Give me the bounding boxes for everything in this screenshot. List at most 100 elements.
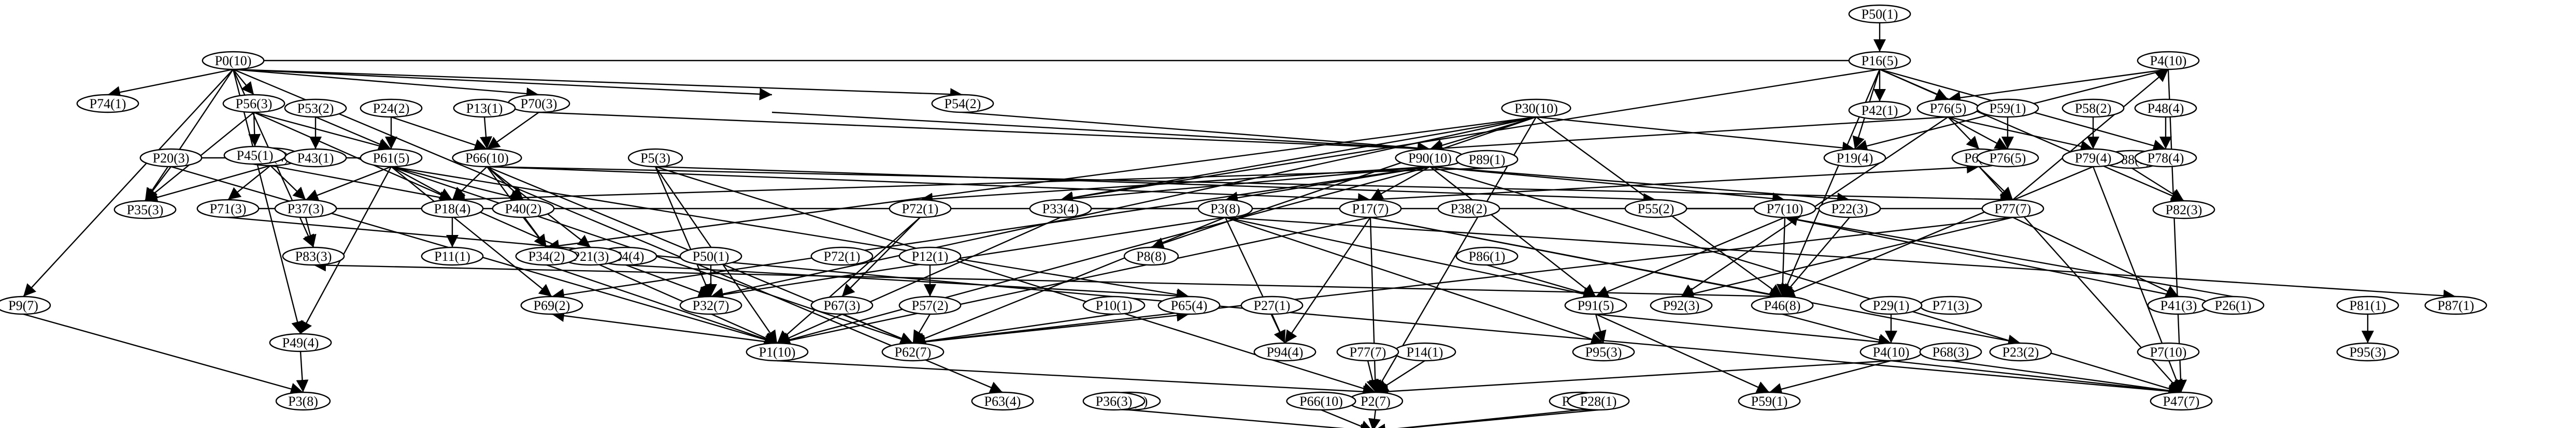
node-ellipse — [1823, 148, 1886, 168]
node-ellipse — [196, 199, 260, 218]
graph-node: P14(1) — [1393, 342, 1456, 362]
graph-edge — [391, 166, 552, 297]
node-ellipse — [2424, 296, 2487, 315]
node-label: P2(7) — [1361, 394, 1391, 409]
node-label: P10(1) — [1096, 298, 1133, 313]
graph-node: P18(4) — [421, 199, 484, 218]
graph-node: P11(1) — [421, 246, 484, 266]
node-label: P61(5) — [373, 151, 410, 166]
graph-edge — [1373, 409, 1581, 428]
graph-edge — [23, 69, 234, 297]
graph-node: P70(3) — [507, 94, 570, 113]
node-label: P72(1) — [902, 201, 939, 216]
graph-edge — [1366, 360, 1379, 393]
graph-edge — [270, 165, 453, 204]
node-label: P7(10) — [2150, 345, 2187, 360]
node-ellipse — [1336, 342, 1399, 362]
node-label: P47(7) — [2163, 394, 2200, 409]
graph-edge — [1429, 166, 1850, 205]
node-label: P90(10) — [1408, 151, 1452, 166]
graph-edge — [391, 166, 453, 201]
graph-edge — [304, 217, 317, 248]
node-ellipse — [1848, 100, 1911, 120]
graph-edge — [1271, 314, 1286, 344]
graph-edge — [305, 166, 392, 201]
node-label: P35(3) — [127, 202, 164, 217]
node-label: P49(4) — [282, 335, 319, 350]
graph-node: P69(2) — [520, 296, 583, 315]
graph-node: P86(1) — [1455, 246, 1519, 266]
graph-edge — [777, 216, 1371, 347]
node-ellipse — [274, 199, 337, 218]
graph-node: P27(1) — [1240, 296, 1304, 315]
graph-edge — [1594, 314, 1607, 344]
node-label: P37(3) — [288, 201, 324, 216]
graph-node: P1(10) — [746, 342, 809, 362]
graph-edge — [1368, 409, 1381, 428]
node-ellipse — [520, 296, 583, 315]
graph-node: P23(2) — [1989, 342, 2052, 362]
node-label: P68(3) — [1933, 345, 1969, 360]
node-label: P8(8) — [1136, 249, 1166, 264]
graph-node: P56(3) — [222, 94, 285, 113]
graph-node: P43(1) — [284, 148, 347, 168]
graph-node: P94(4) — [1253, 342, 1316, 362]
graph-node: P4(10) — [2137, 51, 2200, 70]
node-label: P66(10) — [1299, 394, 1343, 409]
node-ellipse — [284, 98, 347, 118]
graph-node: P32(7) — [679, 296, 742, 315]
graph-edge — [1060, 116, 1537, 204]
node-label: P14(1) — [1407, 345, 1443, 360]
graph-node: P29(1) — [1859, 296, 1923, 315]
graph-node: P0(10) — [202, 51, 265, 70]
graph-edge — [625, 264, 711, 298]
graph-node: P72(1) — [889, 199, 952, 218]
node-ellipse — [746, 342, 809, 362]
graph-edge — [625, 264, 1190, 302]
graph-node: P63(4) — [971, 391, 1034, 411]
graph-edge — [1129, 409, 1373, 428]
graph-node: P42(1) — [1848, 100, 1911, 120]
node-label: P53(2) — [297, 101, 334, 116]
graph-edge — [313, 259, 1783, 298]
graph-edge — [1225, 216, 1596, 300]
node-ellipse — [1455, 150, 1519, 169]
graph-edge — [233, 68, 539, 100]
graph-edge — [233, 68, 963, 101]
node-label: P9(7) — [8, 298, 38, 313]
node-ellipse — [1437, 199, 1500, 218]
node-label: P65(4) — [1171, 298, 1208, 313]
node-ellipse — [0, 296, 51, 315]
graph-node: P95(3) — [2336, 342, 2399, 362]
graph-edge — [777, 166, 1430, 346]
node-ellipse — [1567, 391, 1630, 411]
graph-node: P28(1) — [1567, 391, 1630, 411]
node-ellipse — [1253, 342, 1316, 362]
graph-node: P77(7) — [1981, 199, 2044, 218]
graph-node: P90(10) — [1395, 148, 1465, 168]
node-ellipse — [1976, 98, 2039, 118]
node-label: P83(3) — [295, 249, 332, 264]
node-ellipse — [1650, 296, 1713, 315]
graph-node: P45(1) — [223, 145, 287, 165]
node-label: P59(1) — [1990, 101, 2026, 116]
node-label: P95(3) — [2350, 345, 2386, 360]
node-label: P4(10) — [2150, 53, 2187, 68]
node-ellipse — [679, 246, 742, 266]
graph-edge — [391, 166, 1190, 301]
graph-edge — [233, 69, 254, 95]
node-label: P58(2) — [2075, 101, 2112, 116]
node-label: P34(2) — [528, 249, 565, 264]
node-ellipse — [1919, 342, 1982, 362]
node-label: P69(2) — [534, 298, 570, 313]
graph-edge — [233, 68, 1003, 393]
node-ellipse — [76, 94, 139, 113]
graph-node: P37(3) — [274, 199, 337, 218]
node-ellipse — [2336, 296, 2399, 315]
node-label: P18(4) — [434, 201, 471, 216]
node-ellipse — [222, 94, 285, 113]
graph-edge — [1429, 166, 2182, 395]
graph-node: P2(7) — [1348, 391, 1404, 411]
node-ellipse — [1339, 199, 1402, 218]
